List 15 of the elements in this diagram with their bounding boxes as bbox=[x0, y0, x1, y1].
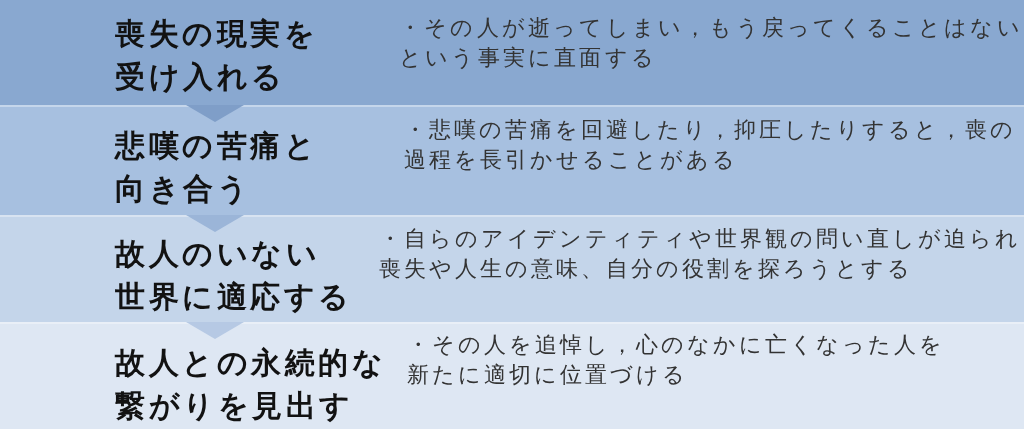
chevron-arrow bbox=[186, 322, 244, 339]
stage-band bbox=[0, 322, 1024, 429]
stage-band bbox=[0, 0, 1024, 105]
stage-heading: 故人との永続的な繋がりを見出す bbox=[115, 344, 387, 425]
stage-description: ・悲嘆の苦痛を回避したり，抑圧したりすると，喪の過程を長引かせることがある bbox=[404, 116, 1017, 174]
chevron-arrow bbox=[186, 215, 244, 232]
stage-description: ・その人が逝ってしまい，もう戻ってくることはないという事実に直面する bbox=[399, 14, 1023, 72]
chevron-arrow bbox=[186, 105, 244, 122]
stage-heading: 喪失の現実を受け入れる bbox=[115, 15, 319, 96]
stage-description: ・その人を追悼し，心のなかに亡くなった人を新たに適切に位置づける bbox=[407, 331, 946, 389]
stage-description: ・自らのアイデンティティや世界観の問い直しが迫られ喪失や人生の意味、自分の役割を探ろうとする bbox=[379, 225, 1022, 283]
stage-heading: 悲嘆の苦痛と向き合う bbox=[115, 127, 319, 208]
stage-band bbox=[0, 215, 1024, 322]
stage-heading: 故人のいない世界に適応する bbox=[115, 235, 354, 316]
stage-band bbox=[0, 105, 1024, 215]
